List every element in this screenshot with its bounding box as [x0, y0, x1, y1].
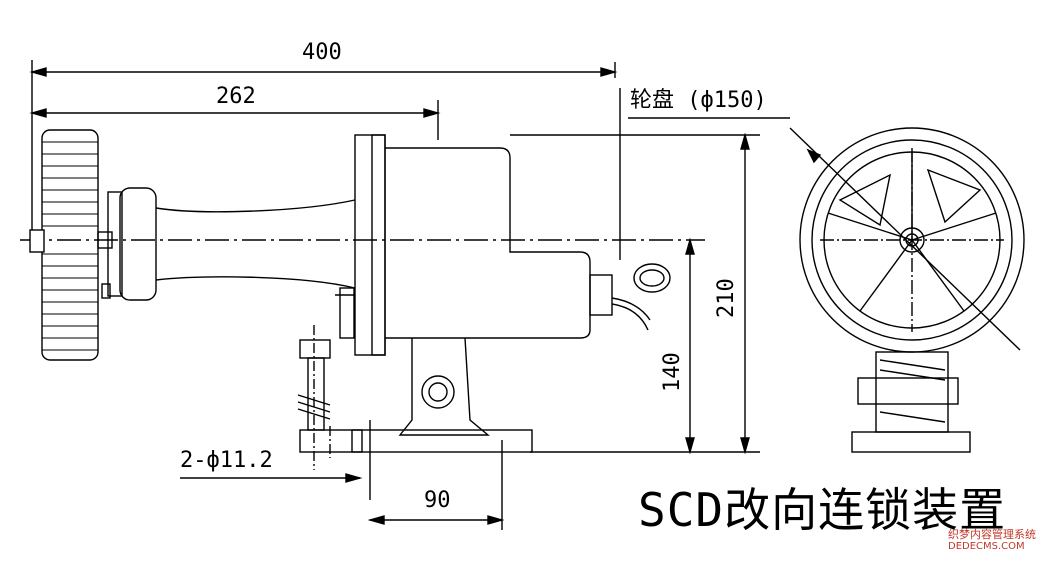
watermark-text: 织梦内容管理系统: [948, 528, 1036, 541]
dim-140: [530, 237, 760, 455]
dim-holes-leader: [180, 473, 363, 483]
dim-262-label: 262: [216, 84, 256, 109]
pull-ring: [611, 263, 671, 331]
dim-210-label: 210: [714, 278, 739, 318]
main-housing: [335, 134, 613, 356]
switch-stem: [297, 325, 331, 470]
dim-90-label: 90: [424, 488, 451, 513]
dim-140-label: 140: [660, 352, 685, 392]
wheel-front-base: [851, 351, 971, 453]
dim-90: [367, 440, 505, 530]
wheel-front-view: [789, 127, 1025, 353]
drawing-title: SCD改向连锁装置: [638, 483, 1007, 537]
dim-400-label: 400: [302, 40, 342, 65]
shaft-housing: [97, 187, 356, 301]
dim-210: [510, 132, 760, 455]
wheel-diameter-label: 轮盘 (ф150): [630, 88, 767, 113]
bolt-holes-label: 2-ф11.2: [180, 448, 273, 473]
dim-262: [29, 100, 441, 140]
support-base: [299, 337, 533, 500]
dim-400: [29, 60, 618, 245]
hand-wheel-side: [29, 129, 99, 361]
watermark-domain: DEDECMS.COM: [948, 541, 1025, 552]
